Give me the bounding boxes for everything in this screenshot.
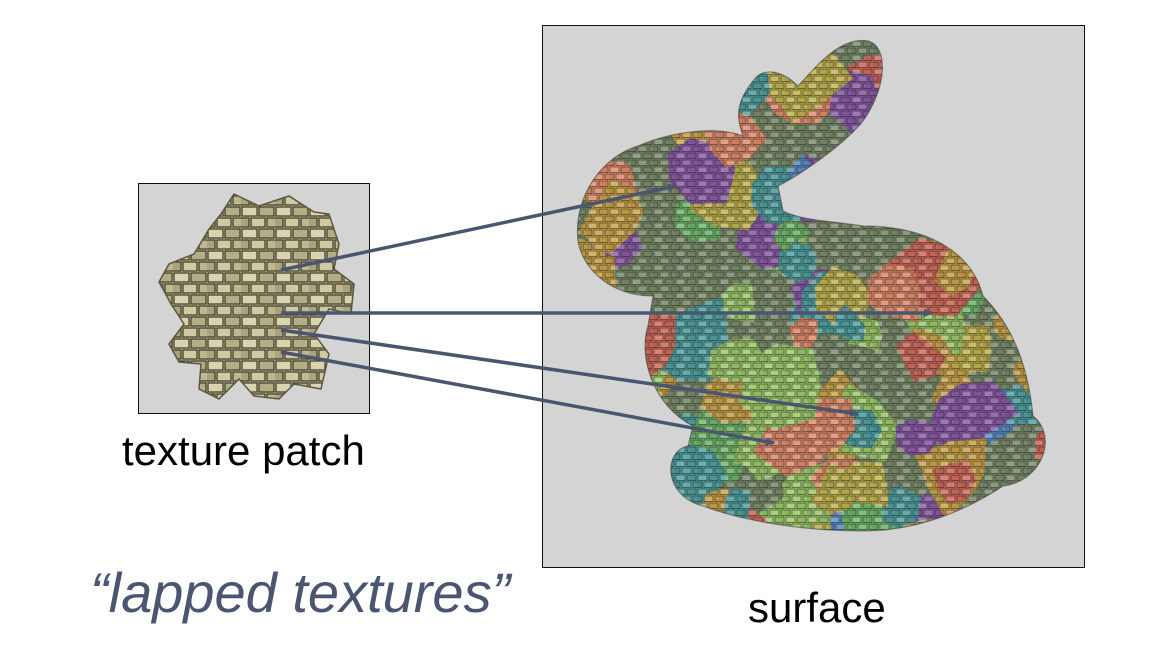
bunny-surface-image (576, 39, 1046, 532)
arrow-to-head (280, 183, 677, 272)
surface-panel (542, 25, 1085, 568)
surface-label: surface (748, 584, 886, 631)
arrow-to-haunch (280, 328, 859, 417)
texture-patch-label: texture patch (122, 427, 365, 474)
lapped-textures-caption: “lapped textures” (90, 561, 511, 624)
texture-patch-image (158, 193, 355, 400)
arrow-to-paw (280, 350, 775, 446)
texture-patch-panel (138, 183, 370, 414)
